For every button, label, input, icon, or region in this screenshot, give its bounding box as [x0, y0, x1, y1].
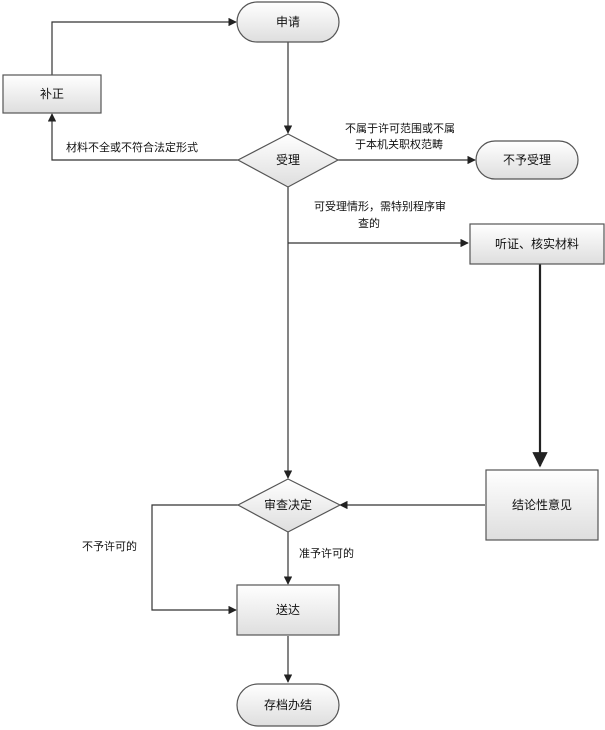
node-supplement: 补正	[2, 74, 102, 114]
incomplete-label: 材料不全或不符合法定形式	[66, 140, 198, 154]
edge-labels: 材料不全或不符合法定形式 不属于许可范围或不属 于本机关职权范畴 可受理情形，需…	[66, 121, 455, 560]
process-shape	[236, 584, 340, 636]
not-accepted-label: 不予受理	[503, 153, 551, 167]
node-hearing: 听证、核实材料	[469, 223, 605, 265]
permitted-label: 准予许可的	[299, 546, 354, 560]
arrow-supplement-to-apply	[51, 17, 237, 75]
arrow-accept-to-supplement	[47, 113, 238, 161]
terminal-shape	[236, 683, 340, 727]
special-procedure-label-1: 可受理情形，需特别程序审	[314, 199, 446, 213]
decision-label: 审查决定	[264, 497, 312, 512]
apply-label: 申请	[276, 15, 300, 29]
node-accept: 受理	[236, 133, 340, 188]
decision-shape	[236, 478, 342, 533]
hearing-label: 听证、核实材料	[495, 236, 579, 251]
decision-shape	[236, 133, 340, 188]
arrow-not-permitted	[151, 504, 238, 615]
special-procedure-label-2: 查的	[358, 216, 380, 230]
archive-label: 存档办结	[264, 697, 312, 712]
process-shape	[2, 74, 102, 114]
node-opinion: 结论性意见	[485, 469, 599, 541]
process-shape	[469, 223, 605, 265]
not-permitted-label: 不予许可的	[82, 539, 137, 553]
supplement-label: 补正	[40, 87, 64, 101]
node-decision: 审查决定	[236, 478, 342, 533]
node-apply: 申请	[236, 1, 340, 43]
opinion-label: 结论性意见	[512, 497, 572, 512]
node-delivery: 送达	[236, 584, 340, 636]
node-not-accepted: 不予受理	[475, 140, 579, 180]
delivery-label: 送达	[276, 602, 300, 617]
connectors	[47, 17, 548, 683]
terminal-shape	[475, 140, 579, 180]
accept-label: 受理	[276, 153, 300, 167]
terminal-shape	[236, 1, 340, 43]
out-of-scope-label-1: 不属于许可范围或不属	[345, 121, 455, 135]
out-of-scope-label-2: 于本机关职权范畴	[355, 137, 443, 151]
node-archive: 存档办结	[236, 683, 340, 727]
process-shape	[485, 469, 599, 541]
